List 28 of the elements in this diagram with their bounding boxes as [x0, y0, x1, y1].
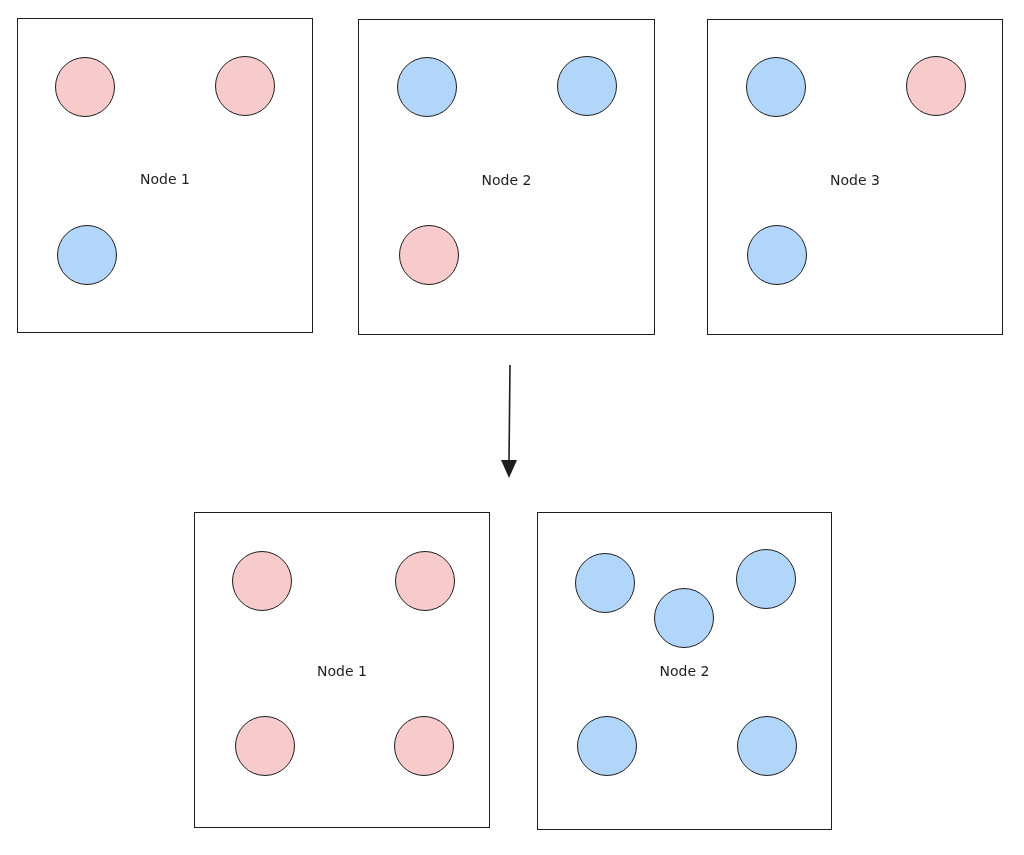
circle — [57, 225, 117, 285]
circle — [746, 57, 806, 117]
node-box — [194, 512, 490, 828]
circle — [235, 716, 295, 776]
node-box — [707, 19, 1003, 335]
circle — [577, 716, 637, 776]
node-box — [17, 18, 313, 333]
circle — [397, 57, 457, 117]
circle — [747, 225, 807, 285]
circle — [232, 551, 292, 611]
circle — [395, 551, 455, 611]
node-label: Node 3 — [830, 172, 880, 188]
node-label: Node 2 — [659, 663, 710, 679]
node-box — [537, 512, 832, 830]
node-box — [358, 19, 655, 335]
circle — [736, 549, 796, 609]
circle — [557, 56, 617, 116]
node-label: Node 1 — [140, 171, 190, 187]
circle — [55, 57, 115, 117]
circle — [737, 716, 797, 776]
node-label: Node 2 — [481, 172, 532, 188]
circle — [394, 716, 454, 776]
circle — [575, 553, 635, 613]
circle — [654, 588, 714, 648]
circle — [215, 56, 275, 116]
circle — [906, 56, 966, 116]
circle — [399, 225, 459, 285]
node-label: Node 1 — [317, 663, 367, 679]
